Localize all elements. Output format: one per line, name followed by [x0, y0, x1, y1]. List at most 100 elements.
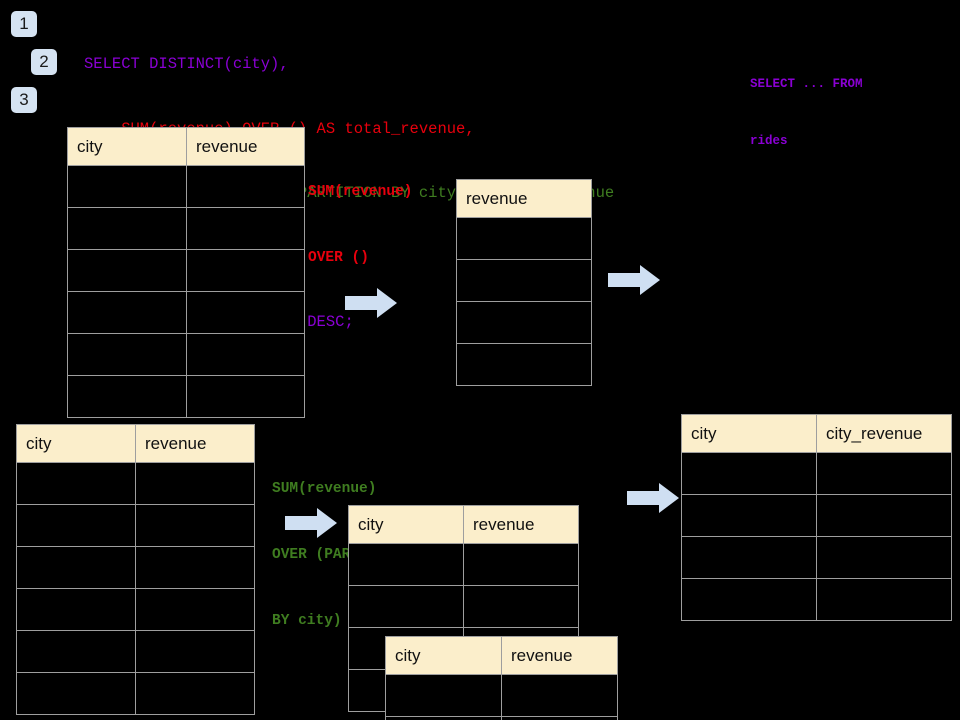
table-cell-city_revenue — [816, 536, 952, 579]
table-cell-city_revenue — [816, 494, 952, 537]
table-cell-city — [16, 546, 136, 589]
table-row — [67, 375, 305, 418]
table-row — [681, 578, 952, 621]
table-header-row: city city_revenue — [681, 414, 952, 453]
table-row — [16, 504, 255, 547]
sidenote-line-1: SELECT ... FROM — [750, 77, 863, 91]
table-cell-city — [16, 672, 136, 715]
column-header-city: city — [67, 127, 187, 166]
table-cell-city — [16, 462, 136, 505]
table-row — [16, 546, 255, 589]
table-cell-city — [385, 674, 502, 717]
table-total-revenue: revenue — [456, 179, 592, 386]
annotation-total-revenue: SUM(revenue) OVER () — [308, 137, 412, 313]
table-row — [67, 249, 305, 292]
table-row — [681, 452, 952, 495]
table-row — [348, 585, 579, 628]
table-cell-city — [67, 375, 187, 418]
table-cell-city — [385, 716, 502, 720]
table-cell-city — [67, 207, 187, 250]
table-row — [16, 672, 255, 715]
column-header-city: city — [348, 505, 464, 544]
table-header-row: city revenue — [67, 127, 305, 166]
table-cell-city — [67, 249, 187, 292]
column-header-city: city — [681, 414, 817, 453]
table-row — [385, 674, 618, 717]
table-header-row: revenue — [456, 179, 592, 218]
step-badge-2: 2 — [31, 49, 57, 75]
table-partition-group-b: city revenue — [385, 636, 618, 720]
table-row — [16, 630, 255, 673]
table-cell-city — [348, 543, 464, 586]
table-cell-revenue — [135, 546, 255, 589]
column-header-city: city — [16, 424, 136, 463]
table-cell-city — [67, 165, 187, 208]
table-row — [456, 259, 592, 302]
table-cell-city — [16, 504, 136, 547]
table-cell-revenue — [463, 585, 579, 628]
table-row — [67, 333, 305, 376]
column-header-city-revenue: city_revenue — [816, 414, 952, 453]
table-cell-city — [67, 333, 187, 376]
table-cell-city — [348, 585, 464, 628]
step-badge-1: 1 — [11, 11, 37, 37]
table-cell-revenue — [456, 259, 592, 302]
table-cell-city — [67, 291, 187, 334]
column-header-revenue: revenue — [135, 424, 255, 463]
arrow-right-icon-top-right — [608, 265, 660, 295]
table-cell-revenue — [135, 504, 255, 547]
table-row — [16, 462, 255, 505]
table-final-result: city city_revenue — [681, 414, 952, 621]
table-cell-revenue — [135, 630, 255, 673]
table-row — [681, 536, 952, 579]
table-row — [681, 494, 952, 537]
table-cell-revenue — [456, 301, 592, 344]
table-cell-revenue — [186, 207, 305, 250]
table-cell-revenue — [186, 291, 305, 334]
table-rides-bottom: city revenue — [16, 424, 255, 715]
table-header-row: city revenue — [16, 424, 255, 463]
sidenote-line-2: rides — [750, 134, 788, 148]
table-cell-revenue — [501, 674, 618, 717]
table-cell-city — [681, 578, 817, 621]
table-cell-revenue — [501, 716, 618, 720]
table-body — [16, 462, 255, 715]
table-cell-city_revenue — [816, 452, 952, 495]
annotation-total-revenue-line-2: OVER () — [308, 250, 369, 266]
column-header-revenue: revenue — [456, 179, 592, 218]
step-badge-3: 3 — [11, 87, 37, 113]
table-cell-revenue — [186, 249, 305, 292]
table-cell-revenue — [135, 672, 255, 715]
arrow-right-icon-top-left — [345, 288, 397, 318]
table-header-row: city revenue — [385, 636, 618, 675]
table-row — [456, 343, 592, 386]
table-cell-revenue — [135, 462, 255, 505]
table-row — [456, 301, 592, 344]
table-row — [348, 543, 579, 586]
table-row — [16, 588, 255, 631]
table-body — [681, 452, 952, 621]
table-cell-city — [16, 588, 136, 631]
table-cell-revenue — [186, 375, 305, 418]
table-cell-revenue — [456, 343, 592, 386]
annotation-city-revenue-line-3: BY city) — [272, 613, 342, 629]
column-header-revenue: revenue — [186, 127, 305, 166]
table-row — [456, 217, 592, 260]
annotation-total-revenue-line-1: SUM(revenue) — [308, 184, 413, 200]
table-header-row: city revenue — [348, 505, 579, 544]
table-row — [67, 291, 305, 334]
table-row — [67, 207, 305, 250]
table-cell-city — [16, 630, 136, 673]
column-header-city: city — [385, 636, 502, 675]
column-header-revenue: revenue — [463, 505, 579, 544]
table-body — [67, 165, 305, 418]
sql-line-select: SELECT DISTINCT(city), — [84, 55, 289, 73]
table-cell-revenue — [135, 588, 255, 631]
arrow-right-icon-bottom-left — [285, 508, 337, 538]
table-body — [385, 674, 618, 720]
table-cell-city — [681, 494, 817, 537]
annotation-city-revenue-line-1: SUM(revenue) — [272, 481, 377, 497]
sidenote-select-from: SELECT ... FROM rides — [750, 37, 863, 189]
table-row — [385, 716, 618, 720]
